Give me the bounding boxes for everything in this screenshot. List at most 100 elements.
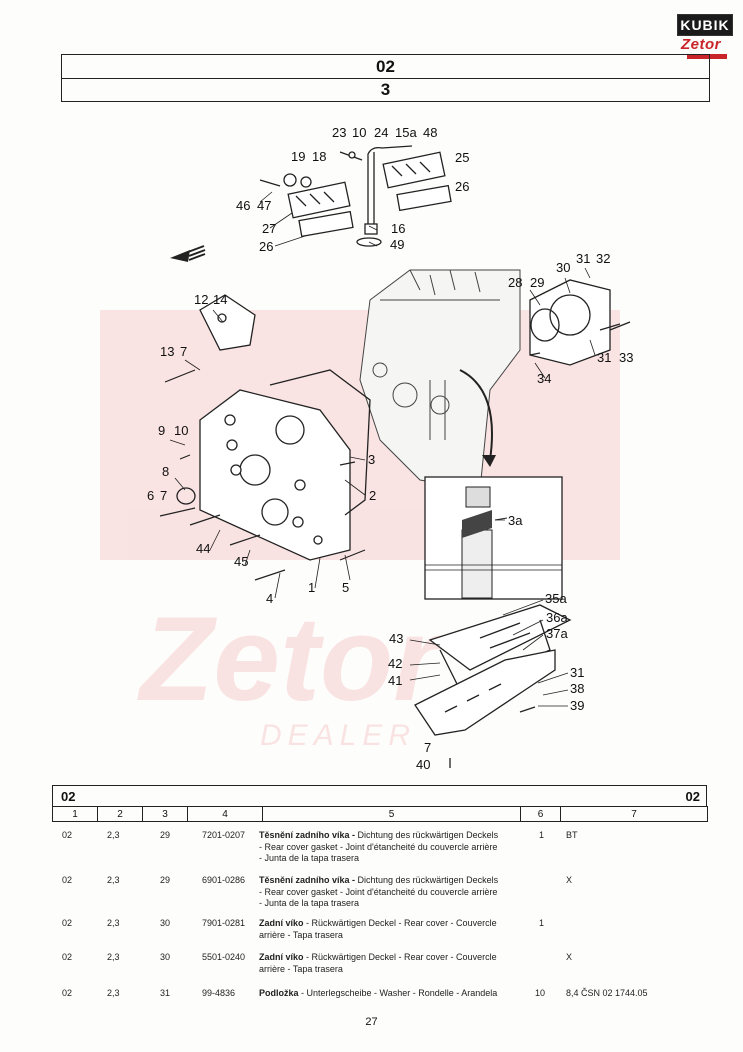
callout-24: 24: [374, 125, 388, 140]
callout-7-bottom: 7: [424, 740, 431, 755]
callout-labels: 23 10 24 15a 48 19 18 25 46 47 26 27 26 …: [147, 125, 633, 772]
cell-position: 29: [160, 875, 171, 885]
callout-1: 1: [308, 580, 315, 595]
callout-43: 43: [389, 631, 403, 646]
callout-8: 8: [162, 464, 169, 479]
callout-6: 6: [147, 488, 154, 503]
callout-4: 4: [266, 591, 273, 606]
callout-42: 42: [388, 656, 402, 671]
engine-block: [359, 269, 521, 491]
cell-description: Těsnění zadního víka - Dichtung des rück…: [259, 875, 499, 910]
cell-name: Zadní víko: [259, 918, 304, 928]
rear-cover-assembly: [529, 279, 631, 366]
logo-dealer-bar: [687, 54, 727, 59]
cell-quantity: 10: [535, 988, 546, 998]
callout-10-left: 10: [174, 423, 188, 438]
callout-3: 3: [368, 452, 375, 467]
callout-23: 23: [332, 125, 346, 140]
callout-39: 39: [570, 698, 584, 713]
cell-translations: - Rückwärtigen Deckel - Rear cover - Cou…: [259, 952, 497, 974]
col-header-2: 2: [97, 806, 143, 822]
callout-3a: 3a: [508, 513, 523, 528]
cell-part-number: 99-4836: [202, 988, 236, 998]
cell-position: 31: [160, 988, 171, 998]
callout-13: 13: [160, 344, 174, 359]
breather-cover-group: [259, 145, 452, 247]
cell-quantity: 1: [539, 918, 545, 928]
callout-31-top: 31: [576, 251, 590, 266]
cell-part-number: 5501-0240: [202, 952, 246, 962]
cell-translations: Dichtung des rückwärtigen Deckels - Rear…: [259, 830, 499, 863]
cell-description: Zadní víko - Rückwärtigen Deckel - Rear …: [259, 918, 499, 941]
cell-translations: Dichtung des rückwärtigen Deckels - Rear…: [259, 875, 499, 908]
cell-position: 29: [160, 830, 171, 840]
callout-44: 44: [196, 541, 210, 556]
cell-name: Zadní víko: [259, 952, 304, 962]
cell-part-number: 7201-0207: [202, 830, 246, 840]
exploded-parts-diagram: Zetor DEALER: [100, 125, 633, 772]
col-header-5: 5: [262, 806, 521, 822]
col-header-6: 6: [520, 806, 561, 822]
callout-9: 9: [158, 423, 165, 438]
cell-subgroup: 2,3: [107, 830, 120, 840]
section-header: 02 3: [61, 54, 710, 102]
callout-41: 41: [388, 673, 402, 688]
callout-19: 19: [291, 149, 305, 164]
cell-note: X: [566, 875, 573, 885]
cell-group: 02: [62, 918, 73, 928]
cell-group: 02: [62, 952, 73, 962]
cell-description: Podložka - Unterlegscheibe - Washer - Ro…: [259, 988, 499, 1000]
callout-18: 18: [312, 149, 326, 164]
callout-33: 33: [619, 350, 633, 365]
bolts: [159, 323, 621, 581]
callout-38: 38: [570, 681, 584, 696]
callout-34: 34: [537, 371, 551, 386]
callout-45: 45: [234, 554, 248, 569]
front-cover-plate: [176, 294, 371, 561]
cell-part-number: 7901-0281: [202, 918, 246, 928]
callout-25: 25: [455, 150, 469, 165]
callout-7-mid: 7: [160, 488, 167, 503]
table-group-right: 02: [685, 789, 700, 804]
table-header: 1 2 3 4 5 6 7: [52, 806, 708, 822]
parts-table: 02 02 1 2 3 4 5 6 7 02 2,3 29 7201-0207 …: [52, 785, 708, 998]
callout-14: 14: [213, 292, 227, 307]
col-header-1: 1: [52, 806, 98, 822]
callout-12: 12: [194, 292, 208, 307]
callout-36a: 36a: [546, 610, 568, 625]
cell-group: 02: [62, 988, 73, 998]
cell-note: X: [566, 952, 573, 962]
group-number: 02: [62, 55, 709, 79]
brand-logo: KUBIK Zetor: [677, 14, 733, 62]
watermark-dealer: DEALER: [260, 719, 416, 752]
cell-subgroup: 2,3: [107, 918, 120, 928]
logo-kubik-text: KUBIK: [677, 14, 733, 36]
callout-30: 30: [556, 260, 570, 275]
callout-32: 32: [596, 251, 610, 266]
direction-arrow-icon: [170, 245, 206, 262]
callout-15a: 15a: [395, 125, 417, 140]
oil-pan-assembly: [414, 604, 572, 768]
cell-subgroup: 2,3: [107, 952, 120, 962]
callout-7-upper: 7: [180, 344, 187, 359]
callout-28: 28: [508, 275, 522, 290]
col-header-3: 3: [142, 806, 188, 822]
cell-name: Těsnění zadního víka -: [259, 830, 356, 840]
cell-position: 30: [160, 952, 171, 962]
callout-49: 49: [390, 237, 404, 252]
callout-40: 40: [416, 757, 430, 772]
leader-lines: [169, 191, 596, 707]
callout-46: 46: [236, 198, 250, 213]
callout-47: 47: [257, 198, 271, 213]
callout-29: 29: [530, 275, 544, 290]
callout-48: 48: [423, 125, 437, 140]
cell-group: 02: [62, 830, 73, 840]
callout-2: 2: [369, 488, 376, 503]
cell-position: 30: [160, 918, 171, 928]
cell-name: Podložka: [259, 988, 299, 998]
callout-31-right: 31: [597, 350, 611, 365]
callout-16: 16: [391, 221, 405, 236]
callout-31-bottom: 31: [570, 665, 584, 680]
cell-subgroup: 2,3: [107, 875, 120, 885]
cell-group: 02: [62, 875, 73, 885]
